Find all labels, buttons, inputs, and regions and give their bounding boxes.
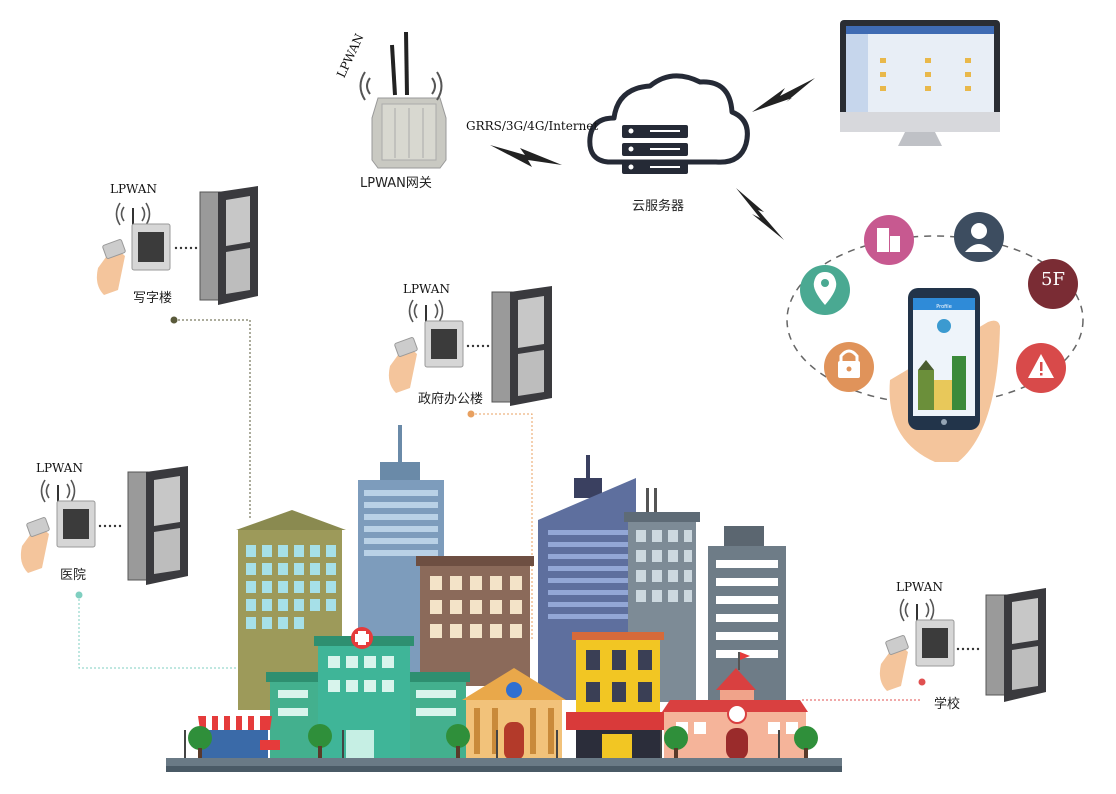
hospital-node — [75, 591, 83, 599]
lightning-icon — [490, 145, 562, 167]
warning-icon — [1016, 343, 1066, 393]
wifi-icon — [40, 479, 76, 503]
cloud-server-label: 云服务器 — [632, 199, 685, 214]
lightning-icon — [752, 78, 815, 112]
location-icon — [800, 265, 850, 315]
phone-icon — [889, 288, 1000, 462]
government-label: 政府办公楼 — [418, 392, 484, 407]
phone-app-title: Profile — [936, 304, 952, 310]
hospital-connector — [78, 595, 300, 669]
floor-5f-icon — [1028, 259, 1078, 309]
city-skyline — [166, 425, 842, 772]
wifi-icon — [408, 299, 444, 323]
office-connector — [174, 319, 251, 520]
wifi-icon — [115, 202, 151, 226]
monitor-icon — [840, 20, 1000, 146]
floor-badge: 5F — [1041, 269, 1065, 290]
government-connector — [471, 413, 533, 640]
office-node — [170, 316, 178, 324]
wifi-icon — [359, 71, 443, 101]
user-icon — [954, 212, 1004, 262]
government-lpwan-label: LPWAN — [403, 282, 450, 296]
government-node — [467, 410, 475, 418]
wifi-icon — [899, 598, 935, 622]
gateway-label: LPWAN网关 — [360, 176, 432, 191]
school-access-unit — [879, 588, 1046, 702]
office-access-unit — [96, 186, 258, 305]
network-link-label: GRRS/3G/4G/Internet — [466, 119, 599, 133]
lpwan-gateway — [359, 31, 447, 169]
lightning-icon — [736, 188, 784, 240]
school-label: 学校 — [934, 697, 961, 712]
building-icon — [864, 215, 914, 265]
hospital-label: 医院 — [60, 568, 87, 583]
office-lpwan-label: LPWAN — [110, 182, 157, 196]
cloud-server-icon — [587, 73, 750, 174]
school-lpwan-label: LPWAN — [896, 580, 943, 594]
office-label: 写字楼 — [133, 291, 173, 306]
school-node — [918, 678, 926, 686]
hospital-lpwan-label: LPWAN — [36, 461, 83, 475]
lock-icon — [824, 342, 874, 392]
government-access-unit — [388, 286, 552, 406]
hospital-access-unit — [20, 466, 188, 585]
